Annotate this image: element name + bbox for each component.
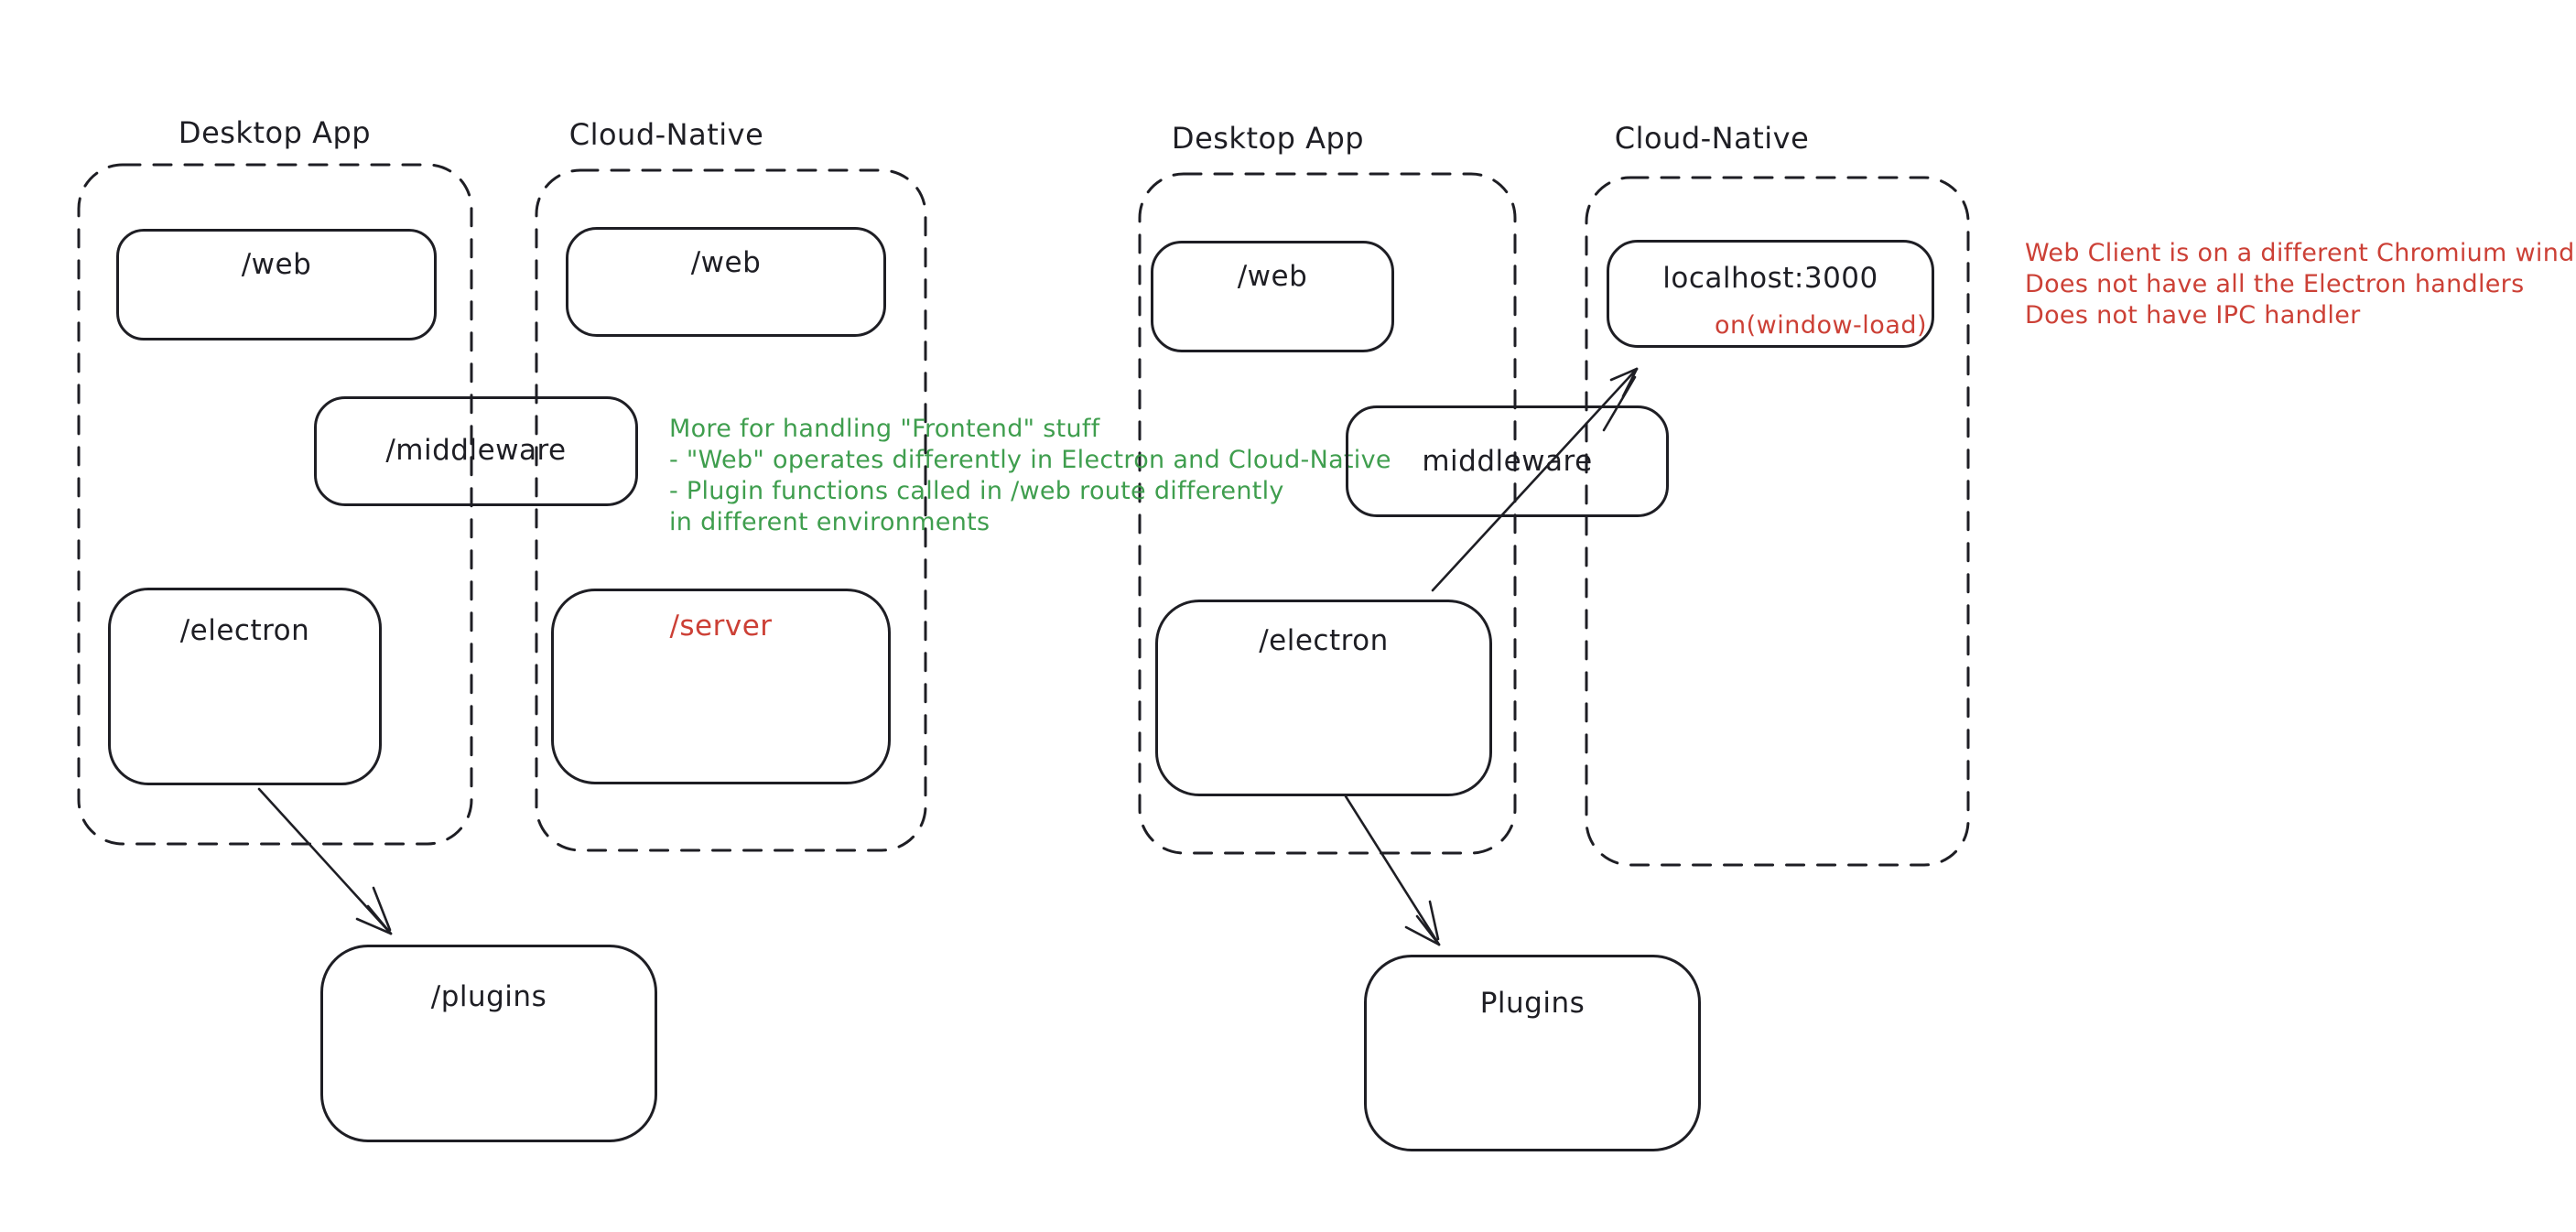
title-cloud-native-left: Cloud-Native	[568, 117, 764, 152]
title-desktop-app-right: Desktop App	[1171, 121, 1365, 156]
red-annotation-line-3: Does not have IPC handler	[2025, 301, 2361, 330]
title-cloud-native-right: Cloud-Native	[1614, 121, 1810, 156]
title-desktop-app-left: Desktop App	[178, 115, 372, 150]
red-annotation-line-2: Does not have all the Electron handlers	[2025, 270, 2525, 298]
arrow-electron-to-plugins-left	[257, 787, 393, 935]
box-plugins-right-label: Plugins	[1479, 987, 1586, 1020]
arrow-electron-to-plugins-right	[1344, 794, 1441, 946]
green-annotation: More for handling "Frontend" stuff - "We…	[669, 414, 1391, 538]
box-server-left-label: /server	[669, 610, 773, 643]
box-web-desktop-left: /web	[116, 229, 437, 340]
box-middleware-right: middleware	[1346, 405, 1669, 517]
box-electron-left: /electron	[108, 588, 382, 785]
box-web-desktop-right-label: /web	[1237, 260, 1308, 293]
box-plugins-right: Plugins	[1364, 955, 1701, 1151]
box-middleware-right-label: middleware	[1422, 445, 1593, 478]
box-localhost-3000: localhost:3000 on(window-load)	[1607, 240, 1934, 348]
box-middleware-left-label: /middleware	[385, 434, 567, 467]
green-annotation-line-1: More for handling "Frontend" stuff	[669, 415, 1100, 443]
box-electron-right: /electron	[1155, 600, 1492, 796]
box-plugins-left: /plugins	[320, 945, 657, 1142]
box-web-cloud-left-label: /web	[690, 246, 762, 279]
red-annotation-line-1: Web Client is on a different Chromium wi…	[2025, 239, 2576, 267]
box-web-cloud-left: /web	[566, 227, 886, 337]
box-web-desktop-left-label: /web	[241, 248, 312, 281]
box-electron-left-label: /electron	[179, 614, 310, 647]
green-annotation-line-2: - "Web" operates differently in Electron…	[669, 446, 1391, 474]
box-electron-right-label: /electron	[1259, 624, 1389, 657]
box-server-left: /server	[551, 589, 891, 784]
on-window-load-label: on(window-load)	[1714, 310, 1928, 340]
box-plugins-left-label: /plugins	[430, 980, 547, 1013]
red-annotation: Web Client is on a different Chromium wi…	[2025, 238, 2576, 331]
box-web-desktop-right: /web	[1151, 241, 1394, 352]
box-middleware-left: /middleware	[314, 396, 638, 506]
green-annotation-line-4: in different environments	[669, 508, 990, 536]
green-annotation-line-3: - Plugin functions called in /web route …	[669, 477, 1284, 505]
box-localhost-3000-label: localhost:3000	[1662, 261, 1878, 295]
